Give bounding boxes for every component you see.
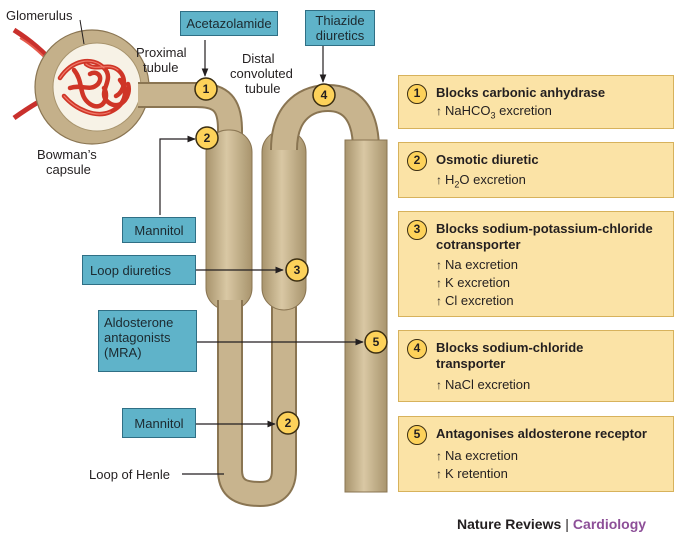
marker-1-label: 1 <box>203 82 210 96</box>
proximal-tubule-label-1: Proximal <box>136 45 187 60</box>
glomerulus-label: Glomerulus <box>6 8 73 23</box>
effect-2-line-1: ↑H2O excretion <box>436 172 526 190</box>
journal-name: Nature Reviews <box>457 516 562 532</box>
collecting-duct <box>344 139 388 493</box>
thiazide-line-2: diuretics <box>315 28 365 43</box>
effect-4-number: 4 <box>407 339 427 359</box>
thiazide-box: Thiazide diuretics <box>305 10 375 46</box>
bowmans-label-2: capsule <box>46 162 91 177</box>
marker-1-proximal <box>194 77 218 101</box>
marker-3-label: 3 <box>294 263 301 277</box>
marker-4-distal <box>312 83 336 107</box>
marker-4-label: 4 <box>321 88 328 102</box>
effect-1-line-1: ↑NaHCO3 excretion <box>436 103 552 121</box>
acetazolamide-box: Acetazolamide <box>180 11 278 36</box>
ascending-limb-thick <box>261 129 307 311</box>
effect-3-line-2: ↑K excretion <box>436 275 511 290</box>
marker-2-lower-label: 2 <box>285 416 292 430</box>
effect-3-line-1: ↑Na excretion <box>436 257 518 272</box>
effect-4-line-1: ↑NaCl excretion <box>436 377 531 392</box>
up-arrow-icon: ↑ <box>436 258 442 272</box>
effect-box-1: 1 Blocks carbonic anhydrase ↑NaHCO3 excr… <box>398 75 674 129</box>
effect-1-number: 1 <box>407 84 427 104</box>
aldosterone-line-2: antagonists <box>104 330 171 345</box>
distal-label-3: tubule <box>245 81 281 96</box>
drug-arrows <box>159 40 364 475</box>
glomerulus-highlights <box>59 60 119 115</box>
mannitol-upper-box: Mannitol <box>122 217 196 243</box>
marker-2-lower <box>276 411 300 435</box>
up-arrow-icon: ↑ <box>436 104 442 118</box>
marker-5-label: 5 <box>373 335 380 349</box>
effect-3-title: Blocks sodium-potassium-chloride cotrans… <box>436 221 653 252</box>
effect-5-line-1: ↑Na excretion <box>436 448 518 463</box>
effect-1-title: Blocks carbonic anhydrase <box>436 85 606 100</box>
up-arrow-icon: ↑ <box>436 378 442 392</box>
effect-box-5: 5 Antagonises aldosterone receptor ↑Na e… <box>398 416 674 492</box>
aldosterone-line-3: (MRA) <box>104 345 142 360</box>
up-arrow-icon: ↑ <box>436 173 442 187</box>
journal-section: Cardiology <box>572 516 647 532</box>
proximal-tubule-label-2: tubule <box>143 60 179 75</box>
distal-label-2: convoluted <box>230 66 293 81</box>
effect-5-line-2: ↑K retention <box>436 466 508 481</box>
marker-2-upper-label: 2 <box>204 131 211 145</box>
effect-4-title: Blocks sodium-chloride transporter <box>436 340 584 371</box>
up-arrow-icon: ↑ <box>436 467 442 481</box>
effect-3-line-3: ↑Cl excretion <box>436 293 514 308</box>
effect-3-number: 3 <box>407 220 427 240</box>
distal-label-1: Distal <box>242 51 275 66</box>
effect-box-2: 2 Osmotic diuretic ↑H2O excretion <box>398 142 674 198</box>
credit-separator: | <box>565 516 569 532</box>
glomerulus-pointer <box>79 19 85 45</box>
effect-box-3: 3 Blocks sodium-potassium-chloride cotra… <box>398 211 674 317</box>
marker-3-loop <box>285 258 309 282</box>
up-arrow-icon: ↑ <box>436 449 442 463</box>
effect-2-title: Osmotic diuretic <box>436 152 539 167</box>
bowmans-label-1: Bowman’s <box>37 147 97 162</box>
effect-5-title: Antagonises aldosterone receptor <box>436 426 647 441</box>
journal-credit: Nature Reviews|Cardiology <box>457 515 646 533</box>
thiazide-line-1: Thiazide <box>315 13 365 28</box>
up-arrow-icon: ↑ <box>436 294 442 308</box>
loop-diuretics-box: Loop diuretics <box>82 255 196 285</box>
effect-box-4: 4 Blocks sodium-chloride transporter ↑Na… <box>398 330 674 402</box>
up-arrow-icon: ↑ <box>436 276 442 290</box>
effect-5-number: 5 <box>407 425 427 445</box>
loop-of-henle-label: Loop of Henle <box>89 467 170 482</box>
aldosterone-antagonists-box: Aldosterone antagonists (MRA) <box>98 310 197 372</box>
marker-5-collecting <box>364 330 388 354</box>
effect-2-number: 2 <box>407 151 427 171</box>
mannitol-lower-box: Mannitol <box>122 408 196 438</box>
descending-limb-upper <box>205 129 253 311</box>
aldosterone-line-1: Aldosterone <box>104 315 174 330</box>
marker-2-upper <box>195 126 219 150</box>
